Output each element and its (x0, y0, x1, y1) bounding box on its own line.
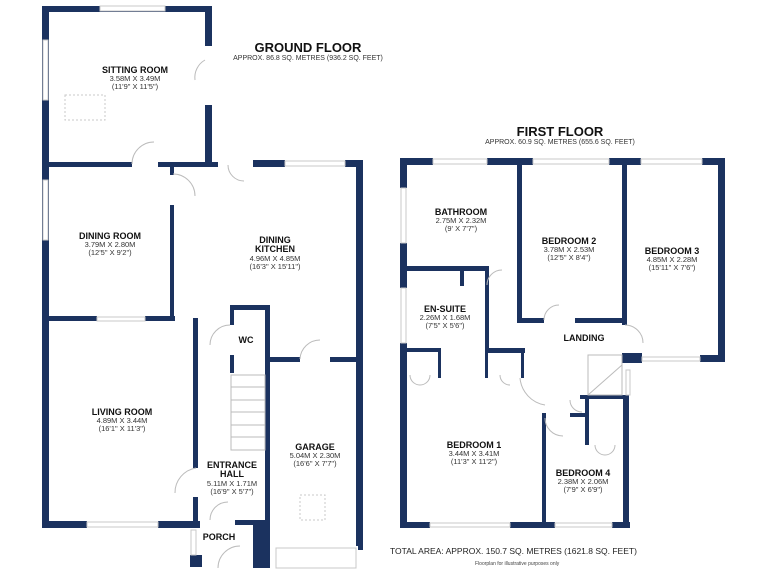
room-name: EN-SUITE (423, 304, 467, 314)
disclaimer: Floorplan for illustrative purposes only (475, 561, 560, 567)
ground-floor-windows (42, 5, 357, 569)
first-floor-windows (400, 158, 703, 528)
room-name: GARAGE (295, 442, 335, 452)
room-bedroom-3: BEDROOM 3 4.85M X 2.28M (15'11" X 7'6") (644, 246, 700, 273)
room-bedroom-2: BEDROOM 2 3.78M X 2.53M (12'5" X 8'4") (541, 236, 597, 263)
room-dining-room: DINING ROOM 3.79M X 2.80M (12'5" X 9'2") (75, 231, 145, 258)
first-floor-heading: FIRST FLOOR APPROX. 60.9 SQ. METRES (655… (485, 124, 635, 146)
ground-floor-doors (131, 59, 321, 569)
room-imperial: (16'6" X 7'7") (293, 459, 337, 469)
room-sitting-room: SITTING ROOM 3.58M X 3.49M (11'9" X 11'5… (100, 65, 170, 92)
room-dims: 4.96M X 4.85M (249, 253, 301, 263)
room-imperial: (7'5" X 5'6") (425, 321, 465, 331)
room-garage: GARAGE 5.04M X 2.30M (16'6" X 7'7") (289, 442, 341, 469)
room-dims: 2.26M X 1.68M (419, 313, 471, 323)
first-floor-area: APPROX. 60.9 SQ. METRES (655.6 SQ. FEET) (485, 139, 635, 146)
room-imperial: (16'9" X 5'7") (210, 486, 254, 496)
room-imperial: (12'5" X 8'4") (547, 253, 591, 263)
ground-floor-stairs (230, 374, 266, 451)
room-landing: LANDING (563, 333, 605, 343)
room-name: BEDROOM 3 (644, 246, 700, 256)
first-floor-title: FIRST FLOOR (516, 124, 604, 139)
room-dims: 3.58M X 3.49M (109, 74, 161, 84)
room-imperial: (12'5" X 9'2") (88, 248, 132, 258)
room-name: WC (238, 335, 254, 345)
room-dims: 2.38M X 2.06M (557, 477, 609, 487)
room-name: DINING KITCHEN (255, 235, 295, 255)
room-name: BEDROOM 2 (541, 236, 597, 246)
room-dims: 3.79M X 2.80M (84, 240, 136, 250)
room-imperial: (11'9" X 11'5") (111, 82, 159, 92)
room-bedroom-4: BEDROOM 4 2.38M X 2.06M (7'9" X 6'9") (555, 468, 611, 495)
room-name: ENTRANCE HALL (206, 460, 257, 480)
total-area: TOTAL AREA: APPROX. 150.7 SQ. METRES (16… (390, 546, 637, 556)
room-name: BEDROOM 4 (555, 468, 611, 478)
room-imperial: (11'3" X 11'2") (450, 457, 498, 467)
room-name: LANDING (563, 333, 605, 343)
room-dims: 5.04M X 2.30M (289, 451, 341, 461)
room-living-room: LIVING ROOM 4.89M X 3.44M (16'1" X 11'3"… (87, 407, 157, 434)
room-entrance-hall: ENTRANCE HALL 5.11M X 1.71M (16'9" X 5'7… (197, 460, 267, 496)
room-name: BEDROOM 1 (446, 440, 502, 450)
room-name: DINING ROOM (79, 231, 141, 241)
room-en-suite: EN-SUITE 2.26M X 1.68M (7'5" X 5'6") (419, 304, 471, 331)
room-imperial: (16'1" X 11'3") (98, 424, 146, 434)
room-dims: 5.11M X 1.71M (206, 478, 258, 488)
room-porch: PORCH (202, 532, 236, 542)
room-imperial: (15'11" X 7'6") (648, 263, 696, 273)
room-imperial: (7'9" X 6'9") (563, 485, 603, 495)
room-imperial: (16'3" X 15'11") (249, 261, 301, 271)
room-dims: 3.78M X 2.53M (543, 245, 595, 255)
first-floor-walls (400, 158, 725, 528)
room-name: PORCH (202, 532, 236, 542)
room-dims: 4.85M X 2.28M (646, 255, 698, 265)
room-name: SITTING ROOM (102, 65, 168, 75)
first-floor-doors (409, 269, 644, 456)
room-name: LIVING ROOM (91, 407, 153, 417)
room-dining-kitchen: DINING KITCHEN 4.96M X 4.85M (16'3" X 15… (240, 235, 310, 271)
room-imperial: (9' X 7'7") (444, 224, 478, 234)
ground-floor-heading: GROUND FLOOR APPROX. 86.8 SQ. METRES (93… (233, 40, 383, 62)
room-dims: 4.89M X 3.44M (96, 416, 148, 426)
room-bathroom: BATHROOM 2.75M X 2.32M (9' X 7'7") (434, 207, 488, 234)
room-bedroom-1: BEDROOM 1 3.44M X 3.41M (11'3" X 11'2") (446, 440, 502, 467)
room-dims: 2.75M X 2.32M (435, 216, 487, 226)
room-wc: WC (238, 335, 254, 345)
ground-floor-area: APPROX. 86.8 SQ. METRES (936.2 SQ. FEET) (233, 55, 383, 62)
first-floor-stairs (587, 354, 623, 396)
room-dims: 3.44M X 3.41M (448, 449, 500, 459)
ground-floor-title: GROUND FLOOR (254, 40, 362, 55)
room-name: BATHROOM (434, 207, 488, 217)
